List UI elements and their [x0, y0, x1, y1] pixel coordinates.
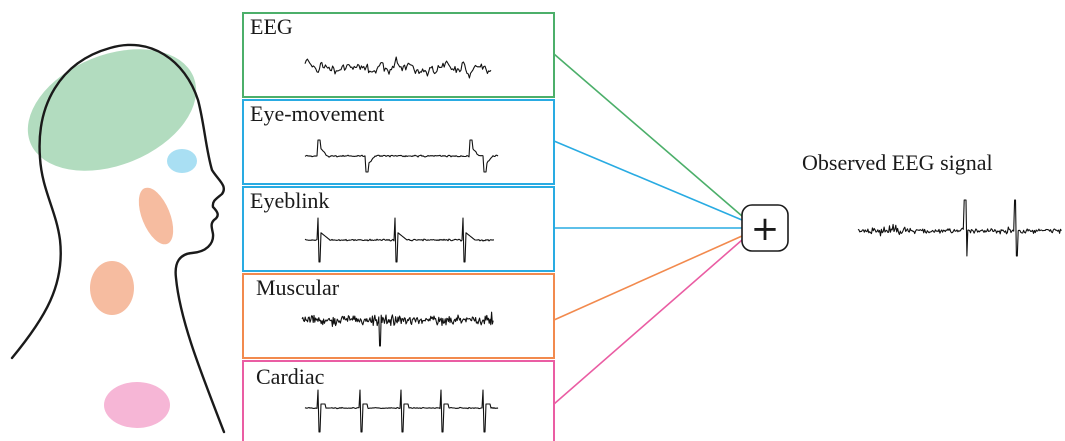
neck-muscle-region	[90, 261, 134, 315]
source-box-label: Muscular	[256, 275, 340, 300]
connector-muscle	[553, 235, 743, 321]
connector-lines	[553, 53, 743, 405]
connector-eeg	[553, 53, 743, 217]
signal-eye-movement	[304, 139, 499, 173]
source-box-label: Eyeblink	[250, 188, 329, 213]
source-box-frame	[242, 186, 555, 272]
source-box-eeg: EEG	[242, 12, 555, 98]
source-box-label: Cardiac	[256, 364, 325, 389]
signal-eeg	[304, 56, 492, 79]
source-box-eye: Eye-movement	[242, 99, 555, 185]
source-box-label: Eye-movement	[250, 101, 384, 126]
connector-cardiac	[553, 239, 743, 405]
heart-region	[104, 382, 170, 428]
signal-muscular	[301, 311, 494, 347]
output-label: Observed EEG signal	[802, 150, 993, 175]
sum-node: +	[741, 204, 789, 252]
source-box-label: EEG	[250, 14, 293, 39]
plus-icon: +	[751, 209, 780, 249]
signal-cardiac	[304, 389, 499, 433]
source-box-frame	[242, 12, 555, 98]
face-muscle-region	[138, 187, 174, 245]
signal-observed	[857, 199, 1062, 257]
eye-region	[167, 149, 197, 173]
head-illustration	[10, 43, 226, 434]
connector-eye	[553, 140, 743, 221]
source-box-frame	[242, 273, 555, 359]
source-box-muscular: Muscular	[242, 273, 555, 359]
source-box-eyeblink: Eyeblink	[242, 186, 555, 272]
source-box-frame	[242, 360, 555, 441]
brain-region	[27, 49, 197, 171]
sum-node-frame	[741, 204, 789, 252]
signal-eyeblink	[304, 217, 494, 263]
source-box-cardiac: Cardiac	[242, 360, 555, 441]
source-box-frame	[242, 99, 555, 185]
output-signal: Observed EEG signal	[802, 150, 1062, 257]
head-outline	[10, 43, 226, 434]
